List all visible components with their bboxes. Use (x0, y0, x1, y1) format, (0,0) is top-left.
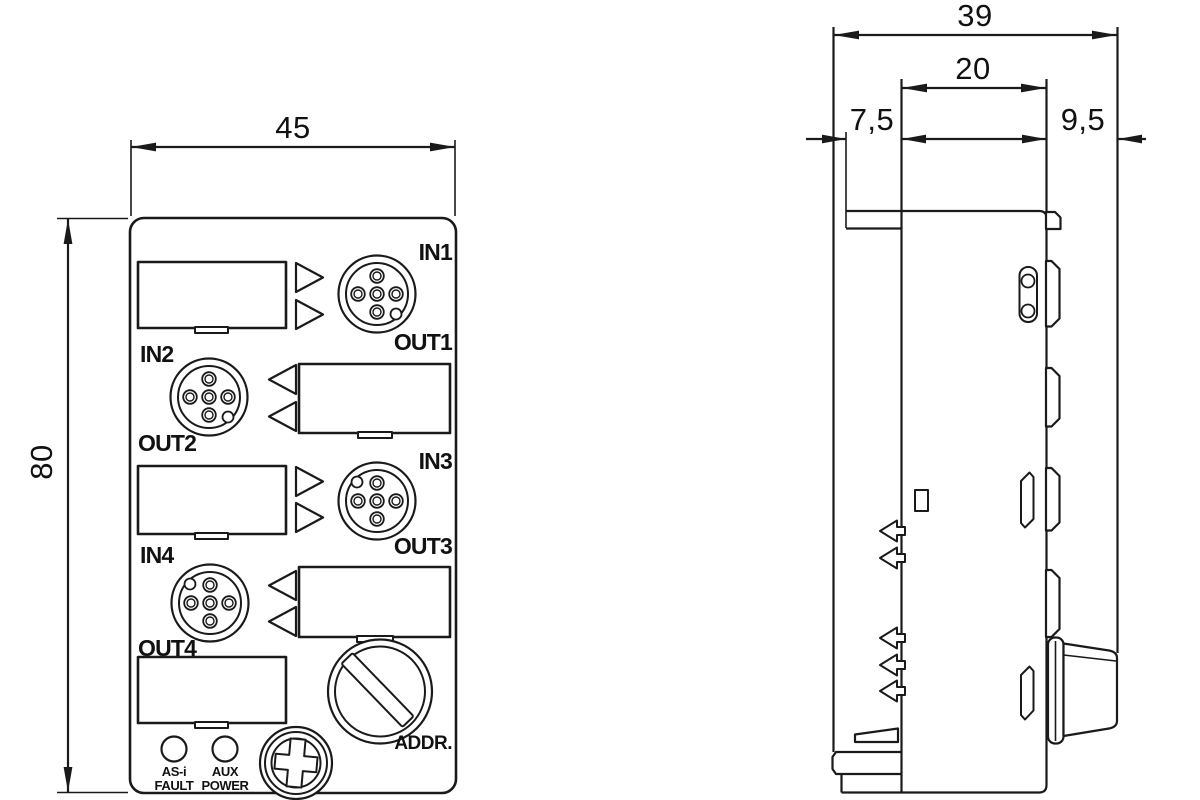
keyway-notch (221, 410, 235, 424)
port-label-out3: OUT3 (394, 533, 452, 559)
side-total-depth-value: 39 (957, 0, 992, 33)
dim-arrow-top (63, 219, 73, 244)
address-label: ADDR. (394, 733, 452, 754)
keyway-notch (389, 307, 403, 321)
keyway-notch (350, 475, 364, 489)
port-label-in3: IN3 (419, 448, 452, 474)
port-label-in1: IN1 (419, 239, 453, 265)
front-height-value: 80 (24, 444, 59, 479)
front-view: 45 80 (24, 110, 458, 800)
front-height-dimension: 80 (24, 217, 128, 794)
m12-socket-in4-out4 (170, 563, 250, 643)
front-width-dimension: 45 (130, 110, 456, 216)
terminal-cover-row2 (297, 362, 452, 439)
dim-arrow-right (430, 142, 455, 152)
terminal-cover-row1 (136, 260, 288, 334)
vent-slot-upper (1020, 471, 1035, 529)
keyway-notch (183, 577, 197, 591)
mounting-finger (853, 727, 900, 744)
terminal-cover-row5 (136, 655, 288, 729)
side-front-depth-value: 9,5 (1061, 102, 1106, 137)
port-label-in2: IN2 (140, 341, 173, 367)
side-body-depth-value: 20 (955, 51, 990, 86)
port-label-out4: OUT4 (138, 635, 197, 661)
dim-arrow-left (131, 142, 156, 152)
port-label-out1: OUT1 (394, 329, 453, 355)
side-rear-depth-value: 7,5 (850, 102, 895, 137)
terminal-cover-row3 (136, 464, 288, 540)
connector-bosses-side (1044, 210, 1062, 639)
address-rotary-switch (326, 638, 434, 745)
port-label-in4: IN4 (140, 542, 174, 568)
led1-label-line1: AS-i (162, 764, 186, 779)
module-housing-side (831, 209, 1048, 794)
side-view: 39 20 7,5 9,5 (806, 0, 1146, 794)
phillips-cross-icon (273, 737, 319, 789)
vent-slot-lower (1020, 665, 1035, 721)
address-cap-side (1046, 636, 1119, 745)
led1-label-line2: FAULT (155, 778, 194, 793)
led2-label-line2: POWER (201, 778, 249, 793)
port-label-out2: OUT2 (138, 430, 196, 456)
indicator-arrows-row4 (267, 569, 298, 638)
dim-arrow-bottom (63, 767, 73, 792)
led2-label-line1: AUX (212, 764, 239, 779)
led-asi-fault (160, 735, 188, 763)
side-total-depth-dimension: 39 (834, 0, 1117, 40)
side-body-depth-dimension: 20 (902, 51, 1046, 93)
led-aux-power (211, 735, 239, 763)
m12-socket-in1-out1 (337, 254, 417, 334)
side-label-plate (1018, 266, 1038, 323)
terminal-cover-row4 (297, 565, 452, 643)
indicator-arrows-row1 (294, 261, 325, 331)
side-slot-hole (914, 489, 929, 512)
m12-socket-in3-out3 (337, 461, 417, 541)
front-width-value: 45 (275, 110, 310, 145)
indicator-arrows-row3 (294, 465, 325, 534)
mounting-foot (831, 750, 901, 793)
rotary-slot (341, 652, 414, 728)
side-offset-dimensions: 7,5 9,5 (806, 102, 1146, 144)
fixing-screw (258, 725, 334, 800)
m12-socket-in2-out2 (169, 357, 249, 437)
indicator-arrows-row2 (267, 363, 298, 433)
